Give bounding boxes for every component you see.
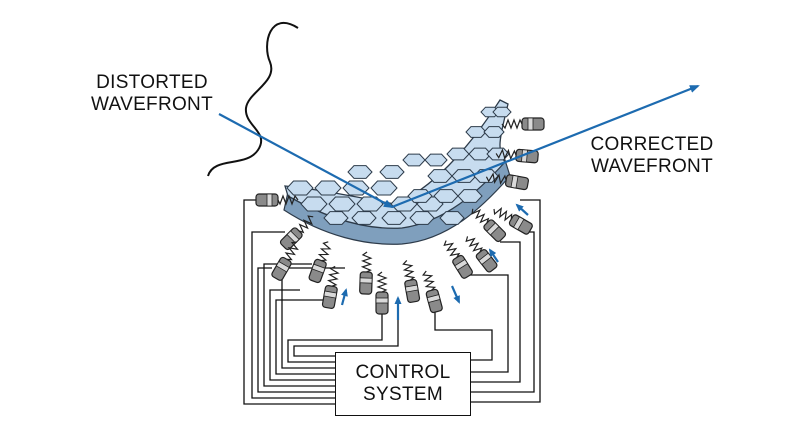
piston-with-spring-icon — [321, 265, 340, 309]
label-line: SYSTEM — [363, 384, 443, 405]
piston-with-spring-icon — [359, 251, 373, 295]
control-system-box: CONTROL SYSTEM — [335, 352, 471, 416]
mirror-segment — [286, 180, 314, 196]
piston-with-spring-icon — [443, 240, 473, 279]
piston-with-spring-icon — [471, 208, 507, 243]
piston-with-spring-icon — [421, 270, 443, 314]
reflected-beam — [391, 84, 700, 209]
label-line: WAVEFRONT — [91, 94, 213, 115]
mirror-segment — [356, 196, 384, 212]
piston-with-spring-icon — [495, 148, 539, 164]
mirror-segment — [381, 211, 407, 225]
label-line: WAVEFRONT — [591, 156, 713, 177]
piston-with-spring-icon — [375, 271, 389, 315]
mirror-segment — [370, 180, 398, 196]
corrected-wavefront-label: CORRECTED WAVEFRONT — [572, 134, 732, 178]
mirror-segment — [409, 211, 435, 225]
arrow-icon — [488, 248, 499, 263]
piston-with-spring-icon — [465, 236, 498, 273]
label-line: DISTORTED — [96, 72, 208, 93]
label-line: CONTROL — [355, 362, 451, 383]
mirror-segment — [457, 189, 483, 203]
arrow-icon — [450, 285, 461, 304]
mirror-segment — [328, 196, 356, 212]
mirror-segment — [465, 126, 487, 138]
mirror-segment — [439, 211, 465, 225]
motion-arrows — [340, 203, 529, 320]
mirror-segment — [347, 165, 373, 179]
piston-with-spring-icon — [501, 117, 545, 131]
arrow-icon — [340, 288, 348, 306]
piston-with-spring-icon — [271, 241, 299, 281]
mirror-segment — [427, 169, 453, 183]
mirror-segment — [451, 169, 477, 183]
mirror-segment — [351, 211, 377, 225]
piston-with-spring-icon — [279, 215, 314, 251]
actuators — [255, 117, 545, 315]
mirror-segment — [402, 153, 426, 167]
piston-with-spring-icon — [255, 193, 299, 207]
label-line: CORRECTED — [590, 134, 714, 155]
mirror-segment — [424, 153, 448, 167]
mirror-segment — [323, 211, 349, 225]
piston-with-spring-icon — [402, 260, 421, 303]
mirror-segment — [492, 106, 512, 118]
mirror-segment — [379, 165, 405, 179]
distorted-wavefront-label: DISTORTED WAVEFRONT — [72, 72, 232, 116]
piston-with-spring-icon — [485, 172, 529, 191]
mirror-segment — [433, 189, 459, 203]
piston-with-spring-icon — [493, 207, 533, 235]
mirror-segment — [483, 126, 505, 138]
mirror-segment — [314, 180, 342, 196]
mirror-segment — [300, 196, 328, 212]
incoming-beam — [218, 113, 394, 208]
control-wires — [243, 199, 541, 405]
distorted-wave-icon — [207, 21, 299, 177]
mirror-segment — [480, 106, 500, 118]
mirror-segment — [468, 147, 492, 161]
mirror-segment — [446, 147, 470, 161]
arrow-icon — [515, 203, 529, 216]
mirror-segment — [486, 147, 510, 161]
piston-with-spring-icon — [308, 241, 332, 284]
